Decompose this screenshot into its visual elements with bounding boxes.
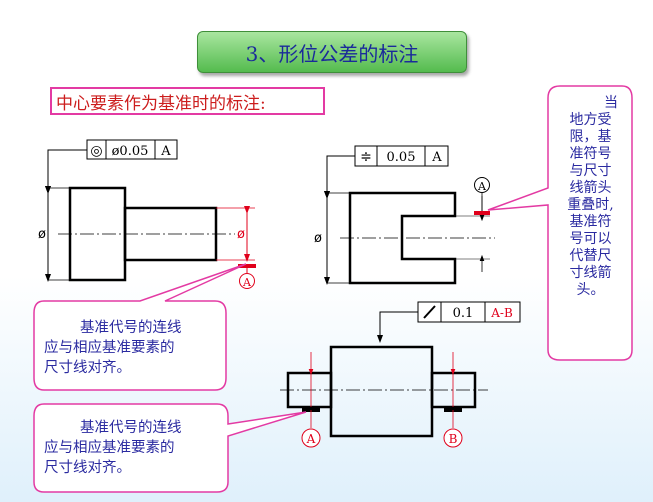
left-note-1: 基准代号的连线 应与相应基准要素的 尺寸线对齐。 (44, 318, 224, 378)
fig3-datum-b: B (449, 432, 458, 446)
fig3-datum-a: A (306, 432, 316, 446)
figure-2: ≑ 0.05 A ø A (314, 145, 495, 285)
left-note-2-line: 尺寸线对齐。 (44, 460, 131, 476)
left-note-2: 基准代号的连线 应与相应基准要素的 尺寸线对齐。 (44, 418, 226, 478)
left-note-1-line: 基准代号的连线 (80, 320, 182, 336)
left-callout-1-shape (33, 263, 247, 391)
fig1-datum: A (160, 144, 171, 159)
figure-3: 0.1 A-B A B (280, 301, 521, 448)
left-note-1-line: 应与相应基准要素的 (44, 340, 175, 356)
fig1-symbol: ◎ (90, 143, 102, 159)
fig1-tolerance: ø0.05 (112, 144, 149, 159)
right-note-line: 准符号 (569, 146, 612, 162)
fig1-datum-label: A (242, 276, 252, 289)
right-note-line: 寸线箭 (569, 265, 612, 281)
fig3-tolerance: 0.1 (453, 306, 474, 321)
page-title: 3、形位公差的标注 (245, 41, 419, 66)
subtitle-box: 中心要素作为基准时的标注: (50, 87, 325, 115)
right-callout-shape (487, 85, 633, 361)
title-box: 3、形位公差的标注 (197, 31, 467, 73)
right-note-line: 地方受 (569, 112, 612, 128)
right-note-line: 限，基 (569, 129, 612, 145)
fig2-datum-label: A (477, 180, 487, 193)
fig3-datum: A-B (490, 306, 513, 320)
left-note-2-line: 应与相应基准要素的 (44, 440, 175, 456)
fig1-dim1: ø (38, 227, 46, 242)
left-note-2-line: 基准代号的连线 (80, 420, 182, 436)
fig3-tolerance-frame: 0.1 A-B (417, 301, 521, 323)
right-note-line: 线箭头 (569, 180, 612, 196)
right-note-line: 基准符 (569, 214, 612, 230)
right-note-line: 与尺寸 (569, 163, 612, 179)
fig2-tolerance: 0.05 (387, 150, 416, 165)
fig1-dim2: ø (237, 227, 245, 242)
right-note-line: 头。 (576, 282, 605, 298)
fig1-tolerance-frame: ◎ ø0.05 A (86, 139, 178, 160)
subtitle-text: 中心要素作为基准时的标注: (56, 93, 266, 114)
fig2-datum: A (431, 150, 442, 165)
figure-1: ◎ ø0.05 A ø ø (38, 139, 256, 289)
right-note-line: 号可以 (569, 231, 612, 247)
fig2-dim: ø (314, 231, 322, 246)
fig2-tolerance-frame: ≑ 0.05 A (354, 145, 449, 167)
left-callout-2-shape (33, 403, 307, 493)
right-note-line: 代替尺 (569, 248, 612, 264)
right-note: 当 地方受 限，基 准符号 与尺寸 线箭头 重叠时, 基准符 号可以 代替尺 寸… (553, 95, 628, 299)
right-note-line: 重叠时, (567, 197, 614, 213)
right-note-line: 当 (604, 95, 618, 111)
left-note-1-line: 尺寸线对齐。 (44, 360, 131, 376)
fig2-symbol: ≑ (360, 149, 372, 165)
